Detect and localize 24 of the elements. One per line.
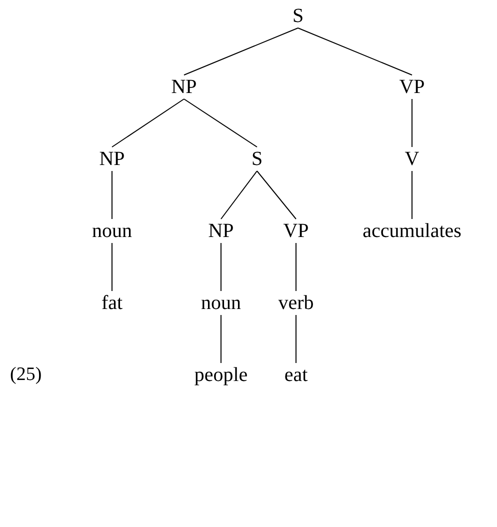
tree-branch [184, 28, 298, 76]
tree-node-label: S [292, 5, 304, 27]
tree-branch [184, 98, 258, 148]
tree-branch [220, 314, 222, 364]
example-number: (25) [10, 364, 42, 386]
tree-branch [220, 170, 258, 220]
tree-node-label: accumulates [362, 220, 462, 242]
tree-node-label: VP [399, 76, 425, 98]
tree-node-label: VP [283, 220, 309, 242]
tree-branch [256, 170, 296, 220]
tree-node-label: S [251, 148, 263, 170]
tree-node-label: noun [92, 220, 132, 242]
tree-branch [298, 28, 412, 76]
tree-node-label: NP [171, 76, 197, 98]
tree-node-label: verb [278, 292, 314, 314]
tree-node-label: NP [99, 148, 125, 170]
tree-node-label: people [194, 364, 248, 386]
tree-node-label: V [404, 148, 420, 170]
tree-node-label: fat [101, 292, 123, 314]
tree-branch [220, 242, 222, 292]
tree-node-label: NP [208, 220, 234, 242]
tree-node-label: noun [201, 292, 241, 314]
tree-node-label: eat [284, 364, 308, 386]
tree-branch [112, 98, 184, 148]
